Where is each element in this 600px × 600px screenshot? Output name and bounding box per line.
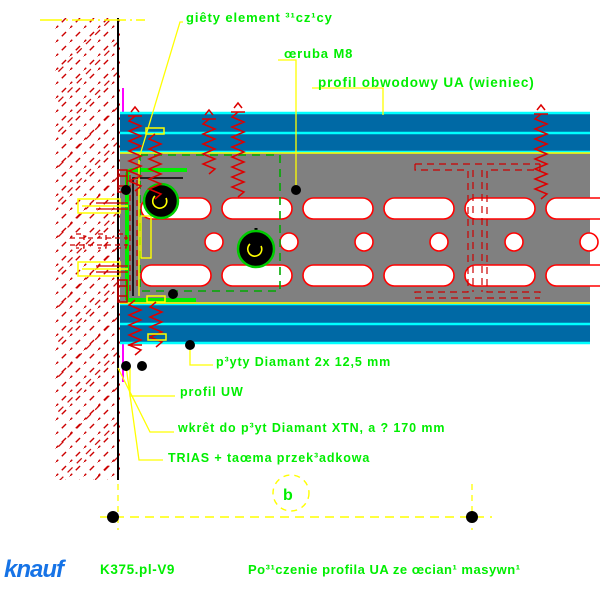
anchor-hidden-lines bbox=[129, 175, 138, 295]
masonry-wall bbox=[40, 18, 145, 480]
drawing-code: K375.pl-V9 bbox=[100, 562, 176, 577]
ua-flange-outline bbox=[138, 160, 152, 296]
annotation-uw-profile: profil UW bbox=[180, 385, 244, 399]
diamant-boards-upper bbox=[120, 111, 590, 154]
hidden-profile-outline bbox=[414, 163, 541, 299]
annotation-perimeter-profile: profil obwodowy UA (wieniec) bbox=[318, 75, 535, 90]
annotation-bent-connector: giêty element ³¹cz¹cy bbox=[186, 10, 333, 25]
leader-dots bbox=[121, 185, 301, 371]
diamant-boards-lower bbox=[120, 302, 590, 345]
screw bbox=[201, 108, 217, 175]
bolt-m8-lower bbox=[236, 228, 276, 269]
knauf-logo: knauf bbox=[4, 556, 64, 583]
wall-anchor-upper bbox=[77, 198, 128, 214]
leader-lines bbox=[117, 21, 384, 461]
profile-slots-row2 bbox=[140, 264, 600, 287]
screw bbox=[533, 103, 549, 200]
ua-profile bbox=[120, 152, 600, 304]
screw bbox=[127, 299, 143, 356]
annotation-bolt-m8: œruba M8 bbox=[284, 46, 354, 61]
profile-holes bbox=[204, 232, 599, 252]
annotation-trias: TRIAS + taœma przek³adkowa bbox=[168, 451, 371, 465]
bolt-m8-upper bbox=[142, 182, 180, 220]
board-screws bbox=[127, 101, 549, 356]
annotation-screws: wkrêt do p³yt Diamant XTN, a ? 170 mm bbox=[178, 421, 446, 435]
wall-anchor-lower bbox=[77, 261, 128, 277]
screw bbox=[145, 127, 165, 200]
dimension-label-b: b bbox=[283, 487, 293, 504]
screw bbox=[230, 101, 246, 198]
annotation-boards: p³yty Diamant 2x 12,5 mm bbox=[216, 355, 392, 369]
drawing-title: Po³¹czenie profila UA ze œcian¹ masywn¹ bbox=[248, 562, 521, 577]
detail-box bbox=[139, 154, 281, 292]
wall-anchor-mid bbox=[70, 233, 128, 249]
screw bbox=[146, 295, 167, 348]
dimension-b bbox=[100, 474, 492, 530]
screw bbox=[127, 105, 143, 192]
